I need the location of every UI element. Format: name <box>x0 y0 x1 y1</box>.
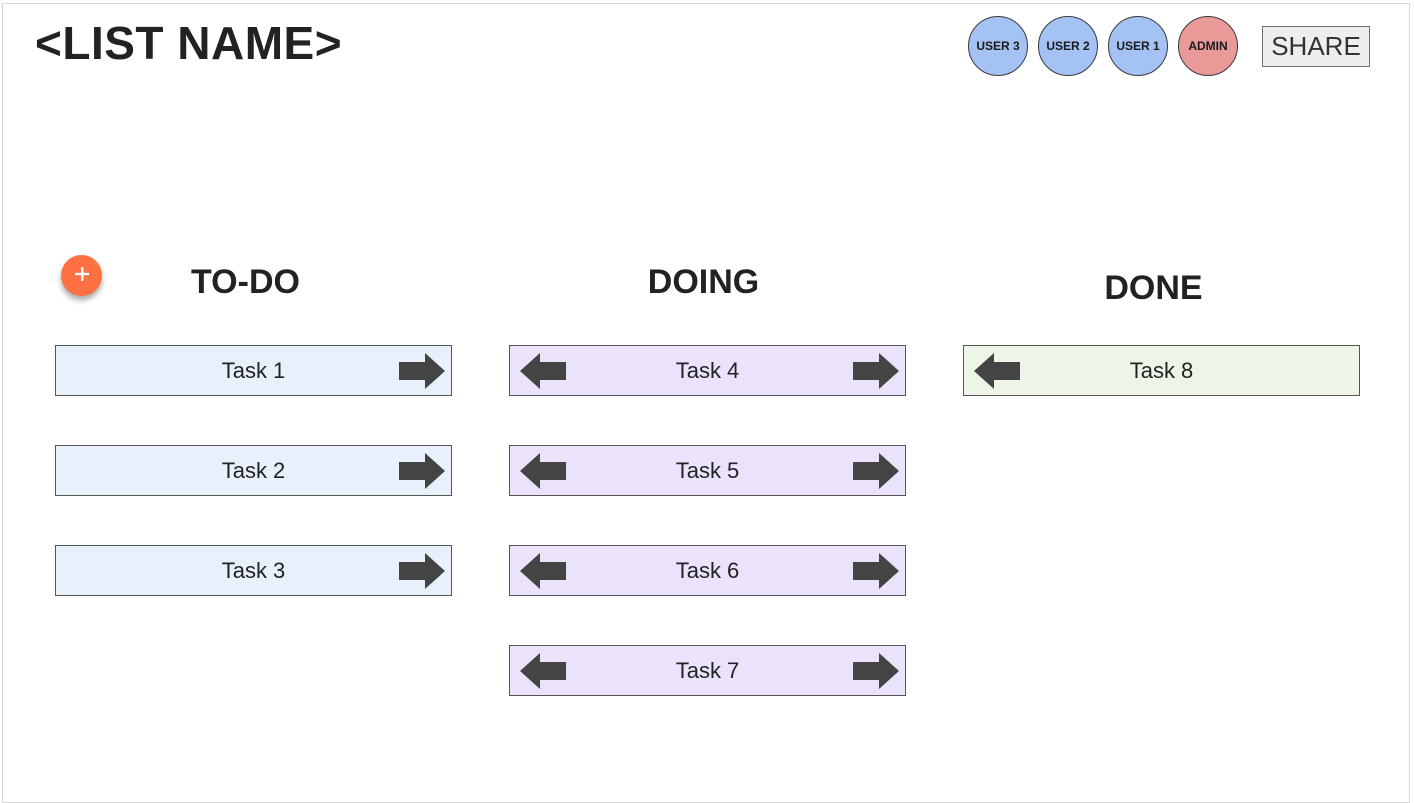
task-label: Task 5 <box>675 457 740 483</box>
move-left-arrow-icon[interactable] <box>520 653 566 689</box>
task-card[interactable]: Task 6 <box>509 545 906 596</box>
task-card[interactable]: Task 8 <box>963 345 1360 396</box>
move-left-arrow-icon[interactable] <box>520 353 566 389</box>
avatar-user-1[interactable]: USER 1 <box>1108 16 1168 76</box>
move-right-arrow-icon[interactable] <box>399 353 445 389</box>
move-right-arrow-icon[interactable] <box>853 353 899 389</box>
task-card[interactable]: Task 2 <box>55 445 452 496</box>
task-label: Task 1 <box>221 357 286 383</box>
task-label: Task 2 <box>221 457 286 483</box>
plus-icon <box>72 264 92 287</box>
task-label: Task 6 <box>675 557 740 583</box>
share-button[interactable]: SHARE <box>1262 26 1370 67</box>
task-card[interactable]: Task 4 <box>509 345 906 396</box>
move-right-arrow-icon[interactable] <box>853 553 899 589</box>
add-task-button[interactable] <box>61 255 102 296</box>
avatar-user-3[interactable]: USER 3 <box>968 16 1028 76</box>
task-card[interactable]: Task 5 <box>509 445 906 496</box>
column-title-doing: DOING <box>647 263 760 301</box>
move-right-arrow-icon[interactable] <box>399 553 445 589</box>
move-left-arrow-icon[interactable] <box>520 553 566 589</box>
move-left-arrow-icon[interactable] <box>520 453 566 489</box>
move-right-arrow-icon[interactable] <box>399 453 445 489</box>
avatar-admin[interactable]: ADMIN <box>1178 16 1238 76</box>
move-left-arrow-icon[interactable] <box>974 353 1020 389</box>
avatar-user-2[interactable]: USER 2 <box>1038 16 1098 76</box>
column-title-done: DONE <box>1104 269 1203 307</box>
task-card[interactable]: Task 7 <box>509 645 906 696</box>
move-right-arrow-icon[interactable] <box>853 653 899 689</box>
task-card[interactable]: Task 1 <box>55 345 452 396</box>
column-title-todo: TO-DO <box>191 263 300 301</box>
task-label: Task 7 <box>675 657 740 683</box>
task-label: Task 4 <box>675 357 740 383</box>
move-right-arrow-icon[interactable] <box>853 453 899 489</box>
task-label: Task 8 <box>1129 357 1194 383</box>
task-card[interactable]: Task 3 <box>55 545 452 596</box>
task-label: Task 3 <box>221 557 286 583</box>
list-name-title[interactable]: <LIST NAME> <box>35 17 343 69</box>
